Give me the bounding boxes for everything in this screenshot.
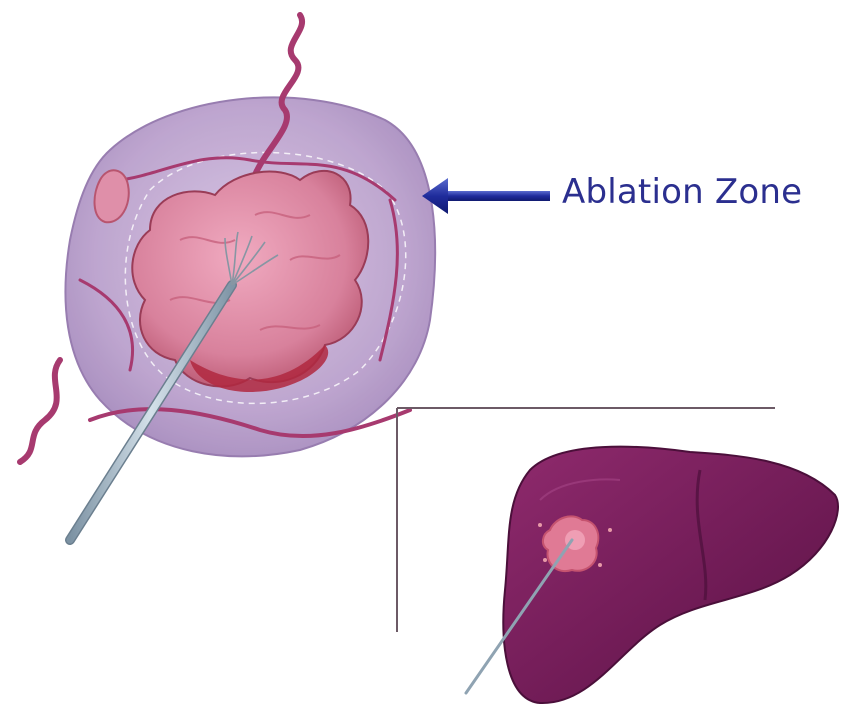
- ablation-zone-label: Ablation Zone: [562, 172, 802, 212]
- liver: [503, 447, 838, 703]
- ablation-zone-arrow: [422, 178, 550, 214]
